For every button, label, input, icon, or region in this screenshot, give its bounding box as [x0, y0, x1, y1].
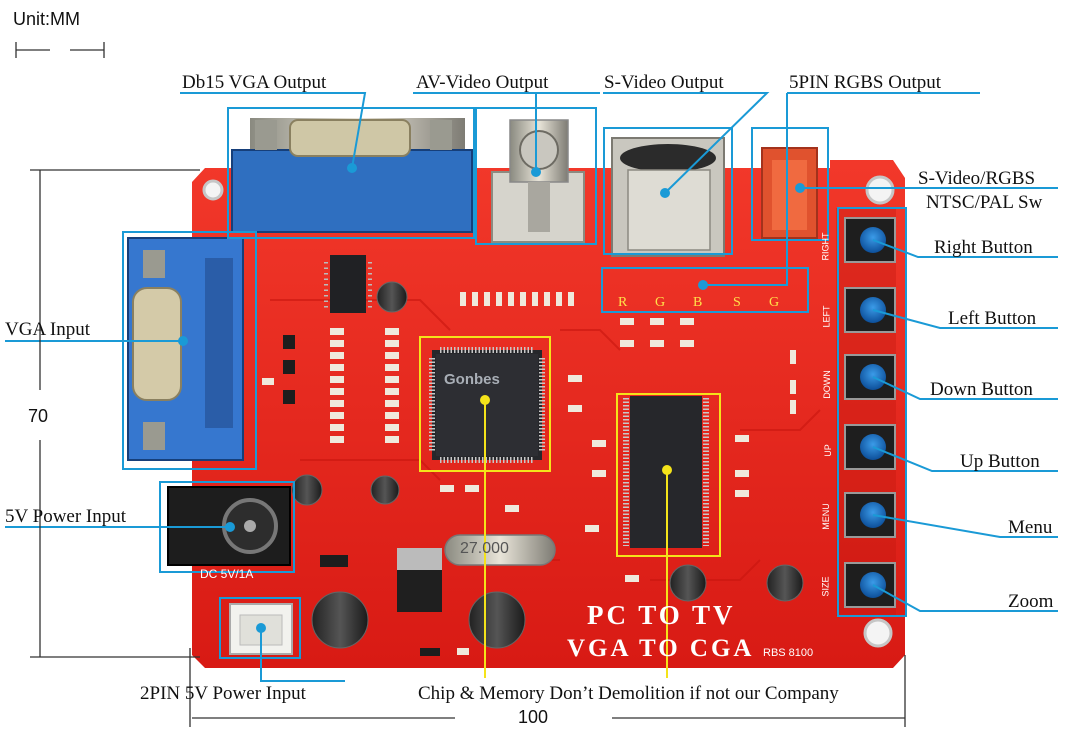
rgbs-pin-r: R [618, 295, 628, 310]
pcb-board [192, 160, 905, 668]
vga-input-connector [127, 237, 244, 461]
callout-dots [178, 163, 805, 633]
callout-boxes [122, 107, 907, 659]
main-chip [429, 347, 545, 463]
board-title-line1: PC TO TV [587, 600, 736, 630]
av-video-output-label: AV-Video Output [416, 72, 549, 93]
two-pin-power-label: 2PIN 5V Power Input [140, 683, 306, 704]
zoom-label: Zoom [1008, 591, 1054, 612]
power-input-label: 5V Power Input [5, 506, 127, 527]
silk-up: UP [822, 444, 833, 457]
rgbs-pin-g2: G [769, 295, 780, 310]
vga-input-label: VGA Input [5, 319, 90, 340]
rgbs-output-label: 5PIN RGBS Output [789, 72, 942, 93]
rgbs-pin-s: S [733, 295, 741, 310]
smd-components [262, 292, 796, 656]
crystal-oscillator [444, 534, 556, 566]
silk-size: SIZE [820, 576, 831, 597]
voltage-regulator [397, 548, 442, 612]
board-model: RBS 8100 [763, 647, 814, 659]
button-column [836, 208, 896, 616]
chip-brand: Gonbes [444, 371, 500, 388]
chip-leader-lines [484, 400, 668, 678]
callout-lines [5, 92, 1058, 682]
rgbs-pin-g: G [655, 295, 666, 310]
electrolytic-capacitors [291, 281, 804, 649]
left-button-label: Left Button [948, 308, 1037, 329]
down-button-label: Down Button [930, 379, 1033, 400]
dimension-lines [15, 42, 906, 727]
silk-down: DOWN [821, 370, 832, 399]
rgbs-header [761, 147, 818, 239]
s-video-output-connector [611, 137, 725, 257]
rgbs-pin-b: B [693, 295, 703, 310]
board-title-line2: VGA TO CGA [567, 635, 755, 662]
ic2-chip [324, 255, 372, 313]
silk-right: RIGHT [820, 232, 831, 261]
ntsc-pal-switch-label: NTSC/PAL Sw [926, 192, 1043, 213]
right-button-label: Right Button [934, 237, 1033, 258]
up-button-label: Up Button [960, 451, 1040, 472]
s-video-output-label: S-Video Output [604, 72, 724, 93]
db15-vga-output-label: Db15 VGA Output [182, 72, 327, 93]
width-dimension-label: 100 [518, 707, 549, 727]
dc-label: DC 5V/1A [200, 567, 254, 581]
crystal-label: 27.000 [460, 540, 509, 557]
db15-vga-output-connector [231, 118, 473, 233]
svideo-rgbs-switch-label: S-Video/RGBS [918, 168, 1036, 189]
silk-menu: MENU [820, 503, 831, 530]
chip-notice-label: Chip & Memory Don’t Demolition if not ou… [418, 683, 839, 704]
silk-left: LEFT [821, 305, 832, 328]
chip-leader-dots [480, 395, 672, 475]
menu-label: Menu [1008, 517, 1053, 538]
unit-label: Unit:MM [13, 9, 80, 29]
height-dimension-label: 70 [28, 406, 49, 426]
av-video-output-connector [491, 119, 585, 243]
